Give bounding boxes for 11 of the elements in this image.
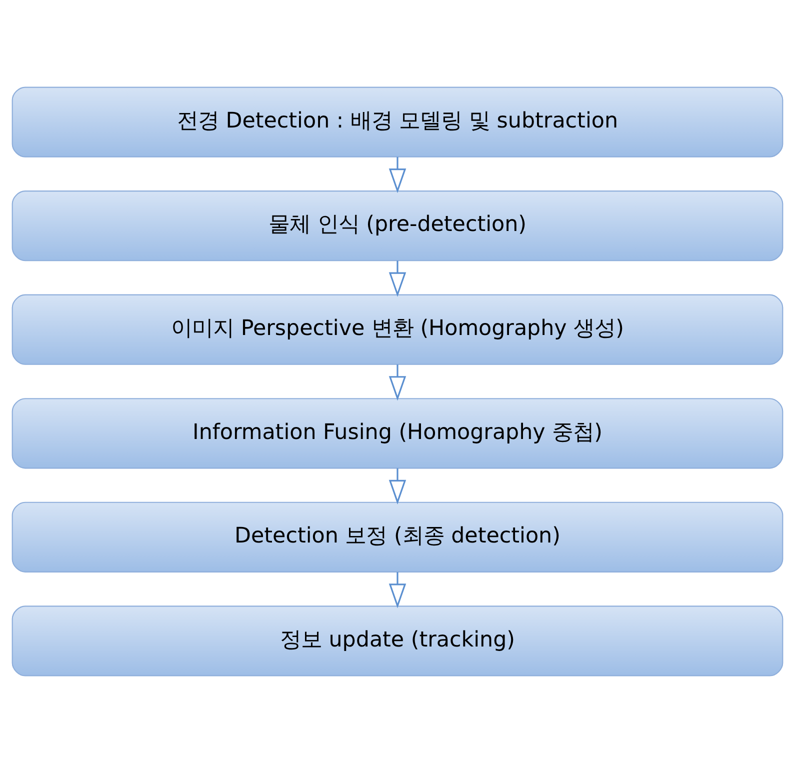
node-box: Detection 보정 (최종 detection) [12, 502, 784, 572]
arrow [388, 156, 406, 194]
arrow [388, 572, 406, 608]
node-box: Information Fusing (Homography 중첩) [12, 398, 784, 469]
node-box: 정보 update (tracking) [12, 606, 784, 676]
node-box: 이미지 Perspective 변환 (Homography 생성) [12, 294, 784, 365]
arrow [388, 260, 406, 297]
arrow [388, 468, 406, 504]
arrow [388, 364, 406, 401]
node-box: 물체 인식 (pre-detection) [12, 190, 784, 262]
node-box: 전경 Detection : 배경 모델링 및 subtraction [12, 86, 784, 158]
